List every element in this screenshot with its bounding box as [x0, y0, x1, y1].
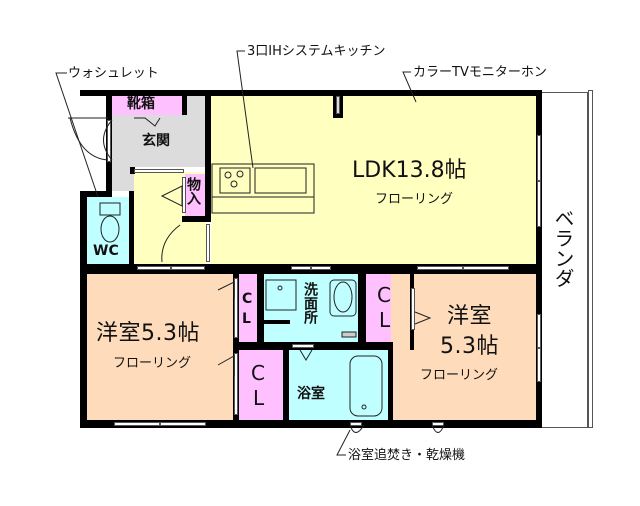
window-western-left-bottom-2 — [160, 422, 206, 426]
entrance-label: 玄関 — [142, 133, 170, 149]
wall-top — [80, 90, 542, 96]
annotation-intercom: カラーTVモニターホン — [413, 65, 547, 80]
wall-wc-right — [129, 191, 134, 264]
shoe-box-label: 靴箱 — [127, 96, 155, 112]
veranda — [542, 92, 588, 428]
wall-hall-top — [130, 167, 135, 174]
door-ldk-hall — [206, 224, 210, 262]
closet-c-l: L — [379, 308, 391, 332]
annotation-kitchen: 3口IHシステムキッチン — [247, 44, 386, 59]
window-western-right-2 — [537, 348, 541, 382]
window-western-right-1 — [537, 314, 541, 348]
wall-washroom-stub — [264, 320, 290, 324]
door-closet-b — [234, 353, 238, 415]
closet-b-c: C — [251, 361, 265, 385]
window-western-left-bottom-1 — [114, 422, 160, 426]
wc-label: WC — [93, 243, 119, 259]
window-ldk-right-1 — [537, 135, 541, 181]
veranda-label: ベランダ — [551, 208, 575, 288]
veranda-rail — [588, 90, 593, 428]
room-western-right — [391, 274, 536, 420]
closet-a — [239, 274, 257, 342]
wall-ldk-left — [205, 90, 211, 220]
door-western-right-top-1 — [417, 266, 463, 270]
door-washroom-top-1 — [291, 266, 311, 270]
wall-western-right-left — [388, 342, 393, 420]
western-right-floor: フローリング — [420, 368, 499, 383]
closet-c-c: C — [377, 283, 391, 307]
window-bath-bottom — [350, 422, 362, 426]
storage-label: 物入 — [185, 177, 201, 205]
shoe-box — [112, 96, 182, 115]
door-bathroom — [292, 344, 314, 348]
door-storage — [182, 177, 186, 213]
ldk-floor: フローリング — [375, 192, 454, 207]
bathroom — [289, 350, 388, 420]
wall-closet-a-right — [257, 274, 264, 350]
door-western-right-top-2 — [463, 266, 509, 270]
wall-left-lower — [80, 191, 87, 428]
wall-washroom-right — [358, 274, 366, 350]
window-western-right-bottom — [432, 422, 444, 426]
wall-right — [536, 90, 542, 428]
door-closet-a — [234, 278, 238, 338]
western-right-name-1: 洋室 — [447, 304, 493, 329]
annotation-bath: 浴室追焚き・乾燥機 — [348, 448, 466, 463]
wall-storage-bottom — [182, 216, 211, 222]
closet-a-l: L — [242, 311, 251, 327]
closet-b-l: L — [253, 386, 265, 410]
door-hall-bottom-2 — [171, 266, 205, 270]
door-entrance-hall — [134, 169, 184, 173]
room-western-left — [87, 274, 233, 420]
ldk-name: LDK13.8帖 — [352, 158, 467, 183]
wall-closet-b-right — [283, 350, 289, 420]
storage — [185, 174, 205, 216]
closet-b — [239, 350, 283, 420]
western-right-name-2: 5.3帖 — [440, 334, 499, 359]
window-ldk-right-2 — [537, 181, 541, 227]
entrance-lower — [112, 167, 134, 191]
door-washroom-top-2 — [311, 266, 331, 270]
closet-a-c: C — [242, 291, 253, 307]
bathroom-label: 浴室 — [297, 386, 325, 402]
pillar-space — [187, 96, 205, 115]
washroom-label: 洗面所 — [302, 282, 318, 324]
annotation-washlet: ウォシュレット — [68, 66, 159, 81]
western-left-floor: フローリング — [113, 356, 192, 371]
door-closet-c — [411, 288, 415, 330]
western-left-name: 洋室5.3帖 — [96, 321, 200, 346]
wall-shoebox-bottom — [182, 96, 187, 115]
wall-bottom — [80, 420, 542, 428]
door-entrance — [107, 120, 111, 162]
door-hall-bottom-1 — [137, 266, 171, 270]
window-pillar — [336, 96, 340, 114]
wall-wc-top — [80, 191, 112, 197]
